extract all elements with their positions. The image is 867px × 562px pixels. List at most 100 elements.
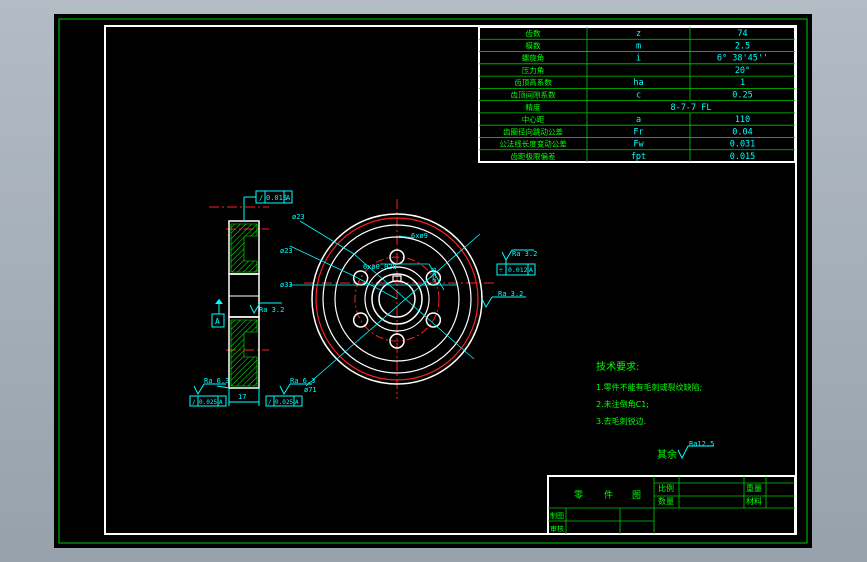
- tech-requirements: 技术要求: 1.零件不能有毛刺或裂纹缺陷; 2.未注倒角C1; 3.去毛刺锐边.: [596, 360, 702, 426]
- param-value: 0.04: [732, 127, 752, 137]
- pitch-circle: [315, 217, 479, 381]
- rest-roughness: 其余 Ra12.5: [657, 440, 714, 461]
- tech-req-item-1: 1.零件不能有毛刺或裂纹缺陷;: [596, 382, 702, 392]
- param-name: 齿数: [526, 28, 541, 38]
- tol-top-value: 0.015: [266, 194, 287, 202]
- param-value: 20°: [735, 66, 750, 76]
- param-value: 0.031: [730, 140, 756, 150]
- tol-frame-top: [255, 190, 293, 204]
- rest-rough-value: Ra12.5: [689, 440, 714, 448]
- param-name: 齿距极限偏差: [511, 151, 556, 161]
- datum-a-box: [211, 313, 225, 328]
- param-symbol: a: [636, 115, 641, 125]
- width-dim: 17: [238, 393, 246, 401]
- cad-drawing: 齿数 z 74 模数 m 2.5 螺旋角 i 6° 38'45'' 压力角 20° 齿顶高系数 ha 1 齿…: [58, 18, 808, 544]
- param-value: 0.015: [730, 152, 756, 162]
- section-hatch-upper: [230, 223, 258, 273]
- front-view: ø23 ø23 ø33 6xø9 6xø0.028 ø71 ø3H8 Ra 3.…: [280, 199, 537, 399]
- tol-top-datum: A: [286, 194, 291, 202]
- param-name: 模数: [526, 40, 541, 50]
- param-name: 公法线长度变动公差: [499, 139, 567, 149]
- tol-left-value: 0.025: [199, 399, 217, 406]
- rough-side-center: Ra 3.2: [259, 306, 284, 314]
- param-value: 8-7-7 FL: [671, 103, 712, 113]
- bore-circle: [378, 280, 416, 318]
- hub-outer-circle: [364, 266, 430, 332]
- tol-front-value: 0.012: [508, 266, 528, 274]
- drawing-frame: [104, 25, 797, 535]
- rough-front-top: Ra 3.2: [512, 250, 537, 258]
- web-outer-circle: [334, 236, 460, 362]
- tol-right-datum: A: [295, 399, 299, 406]
- param-symbol: m: [636, 41, 641, 51]
- root-circle: [322, 224, 472, 374]
- tol-frame-left: [189, 395, 227, 407]
- dim-bore: ø23: [292, 213, 305, 221]
- tb-weight: 重量: [746, 483, 762, 493]
- tb-qty: 数量: [658, 496, 674, 506]
- title-block: 零 件 图 比例 数量 重量 材料 制图 审核: [547, 475, 796, 535]
- rough-side-left: Ra 6.3: [204, 377, 229, 385]
- params-table: 齿数 z 74 模数 m 2.5 螺旋角 i 6° 38'45'' 压力角 20° 齿顶高系数 ha 1 齿…: [478, 26, 796, 163]
- tb-col1: 零: [574, 490, 583, 501]
- tech-req-item-2: 2.未注倒角C1;: [596, 399, 649, 409]
- param-symbol: Fw: [633, 140, 644, 150]
- param-name: 压力角: [522, 65, 545, 75]
- tb-checker: 审核: [550, 524, 564, 533]
- param-name: 精度: [526, 102, 541, 112]
- rest-rough-label: 其余: [657, 448, 677, 461]
- tb-material: 材料: [746, 496, 762, 506]
- param-name: 齿顶间隙系数: [511, 90, 556, 100]
- svg-text:÷: ÷: [499, 266, 503, 274]
- tb-ratio: 比例: [658, 483, 674, 493]
- param-value: 6° 38'45'': [717, 54, 768, 64]
- hole-pcd-circle: [354, 256, 440, 342]
- tech-req-title: 技术要求:: [596, 360, 639, 373]
- svg-text:/: /: [192, 399, 196, 406]
- hub-inner-circle: [371, 273, 423, 325]
- tol-front-datum: A: [529, 266, 533, 274]
- side-view: / 0.015 A A Ra 3.2 Ra 6.3 Ra 6.3 17 / 0.…: [189, 190, 315, 407]
- dim-outer: ø71: [304, 386, 317, 394]
- param-symbol: ha: [633, 78, 643, 88]
- tb-designer: 制图: [550, 511, 564, 520]
- bolt-hole: [389, 333, 405, 349]
- param-value: 2.5: [735, 41, 750, 51]
- tb-col3: 图: [632, 490, 641, 501]
- param-value: 1: [740, 78, 745, 88]
- param-symbol: i: [636, 54, 641, 64]
- viewport-border: [58, 18, 808, 544]
- param-name: 中心距: [522, 114, 545, 124]
- param-symbol: c: [636, 91, 641, 101]
- tol-right-value: 0.025: [275, 399, 293, 406]
- param-value: 110: [735, 115, 750, 125]
- tech-req-item-3: 3.去毛刺锐边.: [596, 416, 646, 426]
- svg-text:/: /: [268, 399, 272, 406]
- dim-holes: 6xø9: [411, 232, 428, 240]
- tol-frame-right: [265, 395, 303, 407]
- param-value: 74: [737, 29, 747, 39]
- param-value: 0.25: [732, 91, 752, 101]
- drawing-viewport[interactable]: 齿数 z 74 模数 m 2.5 螺旋角 i 6° 38'45'' 压力角 20° 齿顶高系数 ha 1 齿…: [54, 14, 812, 548]
- keyway-dim: ø3H8: [431, 267, 438, 282]
- tb-col2: 件: [604, 489, 613, 501]
- rough-side-right: Ra 6.3: [290, 377, 315, 385]
- dim-inner: ø23: [280, 247, 293, 255]
- param-symbol: z: [636, 29, 641, 39]
- rough-front-right: Ra 3.2: [498, 290, 523, 298]
- dim-hub: ø33: [280, 281, 293, 289]
- dim-pcd-tol: 6xø0.028: [363, 263, 397, 271]
- bolt-hole: [352, 312, 369, 328]
- tol-left-datum: A: [219, 399, 223, 406]
- bolt-hole: [425, 312, 442, 328]
- keyway: [392, 275, 402, 281]
- param-name: 螺旋角: [522, 53, 545, 63]
- datum-a-label: A: [215, 317, 220, 326]
- tol-frame-front: [496, 263, 536, 276]
- section-hatch-lower: [230, 319, 258, 387]
- param-symbol: fpt: [631, 152, 646, 162]
- svg-text:/: /: [259, 194, 263, 202]
- param-name: 齿圈径向跳动公差: [503, 126, 563, 136]
- param-name: 齿顶高系数: [514, 77, 552, 87]
- param-symbol: Fr: [633, 127, 643, 137]
